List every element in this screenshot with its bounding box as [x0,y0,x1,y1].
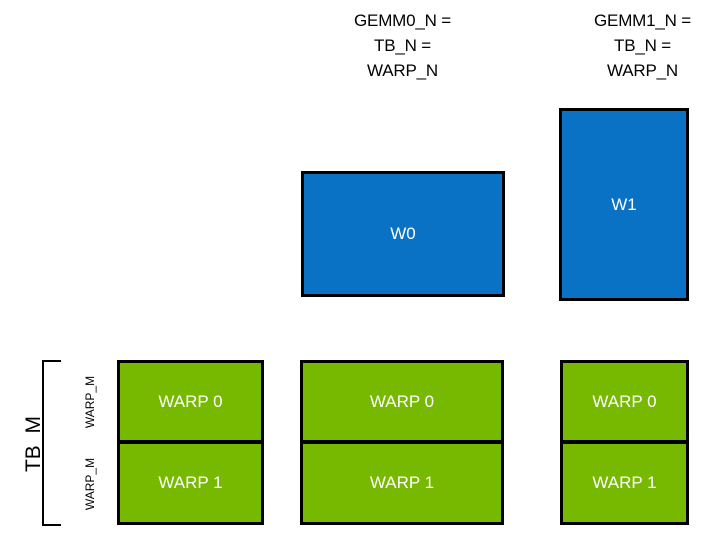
tb-m-bracket [42,360,61,526]
tb-m-label: TB_M [22,416,45,473]
warp-cell-1-0[interactable]: WARP 0 [300,360,504,443]
warp-cell-1-1-label: WARP 1 [369,473,435,492]
warp-cell-1-0-label: WARP 0 [369,391,435,411]
warp-m-label-bottom: WARP_M [83,457,97,511]
warp-m-label-top: WARP_M [83,375,97,429]
warp-column-0: WARP 0 WARP 1 [117,360,264,525]
warp-cell-2-1[interactable]: WARP 1 [560,442,689,525]
warp-cell-0-0-label: WARP 0 [158,391,223,411]
warp-cell-0-0[interactable]: WARP 0 [117,360,264,443]
warp-cell-2-0-label: WARP 0 [592,391,657,411]
warp-cell-2-0[interactable]: WARP 0 [560,360,689,443]
caption-gemm0: GEMM0_N = TB_N = WARP_N [354,11,451,80]
warp-cell-1-1[interactable]: WARP 1 [300,442,504,525]
block-w1[interactable]: W1 [559,108,689,301]
warp-cell-2-1-label: WARP 1 [592,473,657,492]
block-w0-label: W0 [390,224,416,243]
warp-column-1: WARP 0 WARP 1 [300,360,504,525]
caption-gemm1: GEMM1_N = TB_N = WARP_N [594,11,691,80]
warp-cell-0-1[interactable]: WARP 1 [117,442,264,525]
block-w1-label: W1 [611,194,637,214]
warp-column-2: WARP 0 WARP 1 [560,360,689,525]
warp-cell-0-1-label: WARP 1 [158,473,223,492]
block-w0[interactable]: W0 [301,171,505,297]
